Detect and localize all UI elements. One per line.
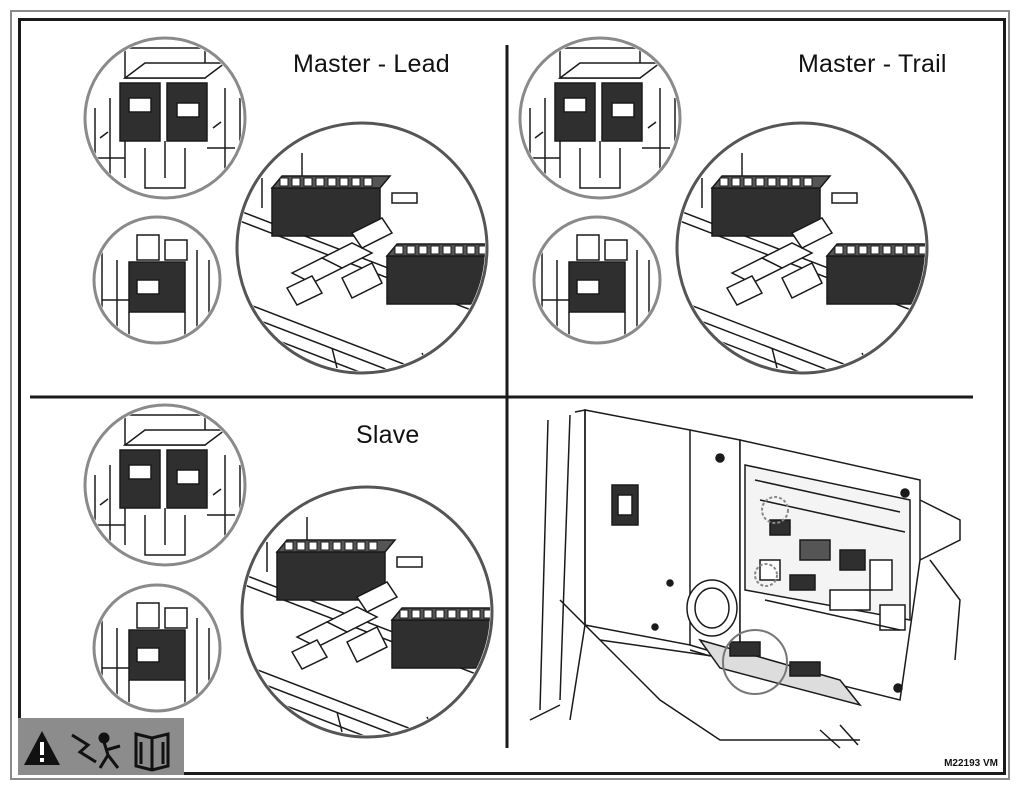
slave-title: Slave <box>356 421 420 449</box>
outer-frame <box>10 10 1010 780</box>
master-lead-title: Master - Lead <box>293 50 450 78</box>
master-lead-switch-zoom-bottom <box>94 217 220 343</box>
warning-triangle-icon <box>24 731 60 765</box>
slave-switch-zoom-bottom <box>94 585 220 711</box>
drawing-code: M22193 VM <box>944 758 998 769</box>
master-lead-switch-zoom-top <box>85 38 245 198</box>
dip-switch-board <box>698 629 863 707</box>
master-trail-switch-zoom-bottom <box>534 217 660 343</box>
circuit-board <box>744 464 911 631</box>
master-trail-switch-zoom-top <box>520 38 680 198</box>
slave-dip-zoom <box>237 487 500 787</box>
machine-overview <box>529 409 961 749</box>
slave-switch-zoom-top <box>85 405 245 565</box>
master-trail-dip-zoom <box>672 123 935 423</box>
master-lead-dip-zoom <box>232 123 495 423</box>
manual-book-icon <box>134 732 170 772</box>
electric-shock-icon <box>71 732 121 769</box>
master-trail-title: Master - Trail <box>798 50 947 78</box>
